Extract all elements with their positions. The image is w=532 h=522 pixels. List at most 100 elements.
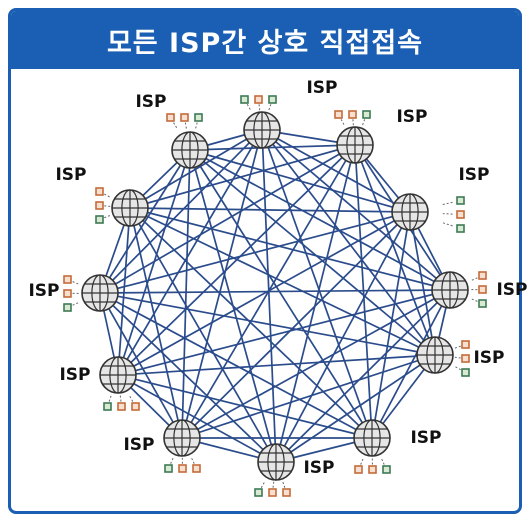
mesh-link xyxy=(275,144,356,463)
host-terminal-icon xyxy=(164,464,173,473)
host-terminal-icon xyxy=(240,95,249,104)
mesh-link xyxy=(99,144,356,294)
host-terminal-icon xyxy=(368,465,377,474)
isp-label: ISP xyxy=(55,165,86,185)
mesh-link xyxy=(261,129,373,439)
host-terminal-icon xyxy=(63,275,72,284)
mesh-link xyxy=(117,207,131,376)
mesh-link xyxy=(189,149,411,213)
host-terminal-icon xyxy=(95,201,104,210)
mesh-link xyxy=(129,207,277,463)
mesh-link xyxy=(189,149,277,463)
host-terminal-icon xyxy=(461,368,470,377)
host-terminal-icon xyxy=(282,488,291,497)
host-terminal-icon xyxy=(456,210,465,219)
host-terminal-icon xyxy=(180,113,189,122)
host-terminal-icon xyxy=(166,113,175,122)
isp-label: ISP xyxy=(59,365,90,385)
host-icons xyxy=(354,458,391,474)
mesh-link xyxy=(117,289,451,376)
mesh-link xyxy=(275,289,451,463)
mesh-link xyxy=(189,149,373,439)
host-terminal-icon xyxy=(254,488,263,497)
isp-node: ISP xyxy=(135,92,209,169)
isp-node: ISP xyxy=(240,78,338,149)
mesh-link xyxy=(181,149,191,439)
globe-icon xyxy=(111,189,149,227)
globe-icon xyxy=(171,131,209,169)
mesh-link xyxy=(117,149,191,376)
mesh-link xyxy=(129,144,356,209)
host-terminal-icon xyxy=(268,488,277,497)
isp-node: ISP xyxy=(59,356,140,411)
host-icons xyxy=(164,457,201,473)
host-terminal-icon xyxy=(478,299,487,308)
mesh-link xyxy=(129,207,451,291)
mesh-link xyxy=(181,289,451,439)
globe-icon xyxy=(99,356,137,394)
mesh-link xyxy=(99,292,277,463)
isp-node: ISP xyxy=(416,336,505,377)
mesh-link xyxy=(117,374,277,463)
host-icons xyxy=(166,113,203,130)
host-terminal-icon xyxy=(362,110,371,119)
isp-node: ISP xyxy=(254,443,335,497)
host-terminal-icon xyxy=(478,271,487,280)
mesh-link xyxy=(371,289,451,439)
host-terminal-icon xyxy=(95,187,104,196)
globe-icon xyxy=(257,443,295,481)
host-terminal-icon xyxy=(194,113,203,122)
host-terminal-icon xyxy=(63,289,72,298)
isp-node: ISP xyxy=(431,271,528,309)
isp-label: ISP xyxy=(123,435,154,455)
isp-node: ISP xyxy=(391,165,490,233)
host-terminal-icon xyxy=(334,110,343,119)
host-terminal-icon xyxy=(268,95,277,104)
host-terminal-icon xyxy=(254,95,263,104)
host-terminal-icon xyxy=(461,354,470,363)
mesh-link xyxy=(99,292,436,356)
globe-icon xyxy=(81,274,119,312)
isp-label: ISP xyxy=(496,280,527,300)
host-terminal-icon xyxy=(95,215,104,224)
isp-label: ISP xyxy=(306,78,337,98)
host-icons xyxy=(254,481,291,497)
host-icons xyxy=(240,95,277,111)
globe-icon xyxy=(163,419,201,457)
isp-node: ISP xyxy=(123,419,201,473)
host-terminal-icon xyxy=(192,464,201,473)
host-icons xyxy=(470,271,487,308)
mesh-link xyxy=(189,149,451,291)
mesh-link xyxy=(129,207,183,439)
host-terminal-icon xyxy=(456,196,465,205)
mesh-link xyxy=(371,211,411,439)
mesh-link xyxy=(117,211,411,376)
globe-icon xyxy=(416,336,454,374)
isp-label: ISP xyxy=(410,428,441,448)
mesh-link xyxy=(99,289,451,294)
host-terminal-icon xyxy=(461,340,470,349)
diagram-frame: 모든 ISP간 상호 직접접속 xyxy=(8,8,522,514)
host-terminal-icon xyxy=(63,303,72,312)
isp-label: ISP xyxy=(303,458,334,478)
host-terminal-icon xyxy=(131,402,140,411)
mesh-link xyxy=(275,354,436,463)
host-icons xyxy=(103,395,140,411)
host-terminal-icon xyxy=(117,402,126,411)
mesh-link xyxy=(181,354,436,439)
host-terminal-icon xyxy=(178,464,187,473)
mesh-link xyxy=(99,292,373,439)
mesh-link xyxy=(129,207,411,213)
mesh-link xyxy=(99,149,191,294)
globe-icon xyxy=(336,126,374,164)
host-icons xyxy=(95,187,111,224)
mesh-link xyxy=(189,144,356,151)
isp-node: ISP xyxy=(334,107,428,164)
mesh-link xyxy=(129,207,373,439)
host-terminal-icon xyxy=(348,110,357,119)
mesh-link xyxy=(129,207,436,356)
isp-label: ISP xyxy=(396,107,427,127)
isp-label: ISP xyxy=(473,348,504,368)
